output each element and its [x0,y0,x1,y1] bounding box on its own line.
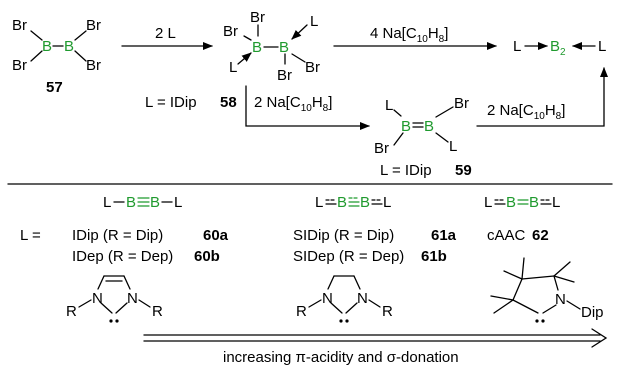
ligand-name: IDep (R = Dep) [72,248,173,265]
ligand-definition: L = IDip [380,162,432,179]
br-atom: Br [277,67,292,84]
ligand-l: L [310,13,318,30]
ligand-name: IDip (R = Dip) [72,227,163,244]
caac-structure: N Dip [490,257,604,323]
nitrogen-atom: N [357,290,368,307]
cumulene-motif: L B B L [484,194,560,211]
compound-label: 57 [46,79,63,96]
ligand-definition: L = IDip [145,94,197,111]
boron-atom: B [529,194,539,211]
compound-label: 62 [532,227,549,244]
cumulene-motif: L B B L [315,194,391,211]
ligand-l: L [598,38,606,55]
br-atom: Br [86,17,101,34]
ligand-l: L [315,194,323,211]
ligand-l: L [385,97,393,114]
reaction-arrow [476,67,608,127]
br-atom: Br [223,23,238,40]
br-atom: Br [86,57,101,74]
ligand-name: SIDep (R = Dep) [293,248,404,265]
compound-label: 60a [203,227,229,244]
triple-bond-motif: L B B L [103,194,182,211]
boron-atom: B [252,39,262,56]
boron-atom: B [150,194,160,211]
imidazolinylidene-structure: N N R R [296,275,393,323]
boron-atom: B [42,38,52,55]
reagent-label: 2 L [155,25,176,42]
product-b2: L B2 L [513,38,606,58]
ligand-l: L [513,38,521,55]
imidazolylidene-structure: N N R R [66,275,163,323]
r-group: R [152,303,163,320]
compound-59: L B B Br Br L L = IDip 59 [374,95,472,179]
trend-arrow [143,328,608,348]
r-group: R [296,303,307,320]
trend-label: increasing π-acidity and σ-donation [223,349,459,366]
compound-57: Br Br Br Br B B 57 [12,17,101,96]
nitrogen-atom: N [555,291,566,308]
ligand-equals-label: L = [20,227,41,244]
nitrogen-atom: N [127,290,138,307]
boron-atom: B [64,38,74,55]
br-atom: Br [305,59,320,76]
reagent-label: 2 Na[C10H8] [487,102,565,122]
nitrogen-atom: N [92,290,103,307]
br-atom: Br [12,57,27,74]
reaction-arrow [245,85,370,130]
br-atom: Br [374,140,389,157]
ligand-l: L [552,194,560,211]
nitrogen-atom: N [322,290,333,307]
reagent-label: 4 Na[C10H8] [370,25,448,45]
ligand-l: L [484,194,492,211]
compound-label: 61a [431,227,457,244]
compound-label: 58 [220,94,237,111]
compound-label: 60b [194,248,220,265]
boron-atom: B [126,194,136,211]
boron-atom: B [360,194,370,211]
boron-atom: B [506,194,516,211]
dip-substituent: Dip [581,304,604,321]
r-group: R [66,303,77,320]
boron-atom: B [279,39,289,56]
ligand-name: SIDip (R = Dip) [293,227,394,244]
ligand-l: L [103,194,111,211]
reagent-label: 2 Na[C10H8] [254,94,332,114]
r-group: R [382,303,393,320]
br-atom: Br [250,9,265,26]
boron-atom: B [401,118,411,135]
compound-58: Br Br B B L L Br Br L = IDip 58 [145,9,320,111]
ligand-l: L [383,194,391,211]
br-atom: Br [12,17,27,34]
br-atom: Br [454,95,469,112]
ligand-l: L [229,59,237,76]
boron-atom: B2 [550,38,566,58]
boron-atom: B [424,118,434,135]
ligand-l: L [449,138,457,155]
boron-atom: B [337,194,347,211]
ligand-name: cAAC [487,227,526,244]
compound-label: 61b [421,248,447,265]
ligand-l: L [174,194,182,211]
compound-label: 59 [455,162,472,179]
